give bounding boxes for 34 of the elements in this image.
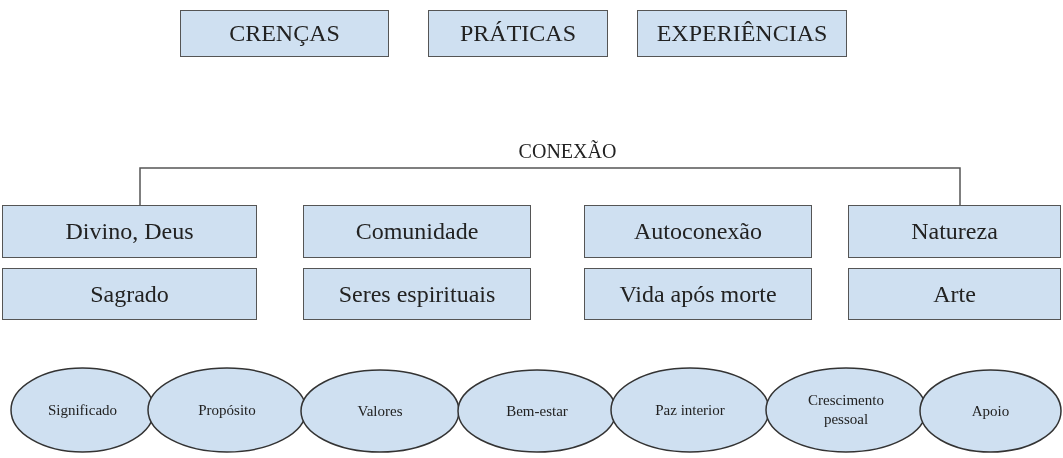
ellipse-node	[610, 367, 770, 453]
node-label: Comunidade	[355, 218, 479, 245]
category-box	[303, 268, 531, 320]
category-box	[848, 268, 1061, 320]
node-label: Paz interior	[655, 400, 725, 420]
node-label: Bem-estar	[506, 401, 568, 421]
category-box	[637, 10, 847, 57]
category-box	[2, 268, 257, 320]
node-label: Arte	[933, 280, 976, 308]
ellipse-node	[919, 369, 1062, 453]
ellipse-node	[147, 367, 307, 453]
category-box	[180, 10, 389, 57]
ellipse-node	[300, 369, 460, 453]
category-box	[2, 205, 257, 258]
category-box	[303, 205, 531, 258]
node-label: Valores	[357, 401, 403, 421]
node-label: Propósito	[198, 400, 256, 420]
node-label: Sagrado	[90, 280, 169, 308]
group-label: CONEXÃO	[517, 140, 618, 163]
node-label: Significado	[47, 400, 118, 420]
node-label: Autoconexão	[634, 218, 762, 245]
node-label: EXPERIÊNCIAS	[656, 20, 828, 47]
node-label: CRENÇAS	[229, 20, 340, 47]
node-label: Natureza	[911, 218, 998, 245]
category-box	[584, 205, 812, 258]
node-label: Vida após morte	[619, 280, 777, 308]
node-label: Crescimento pessoal	[807, 391, 885, 429]
node-label: Seres espirituais	[338, 280, 496, 308]
node-label: Divino, Deus	[65, 218, 194, 245]
node-label: PRÁTICAS	[460, 20, 576, 47]
category-box	[428, 10, 608, 57]
category-box	[848, 205, 1061, 258]
node-label: Apoio	[971, 401, 1010, 421]
category-box	[584, 268, 812, 320]
